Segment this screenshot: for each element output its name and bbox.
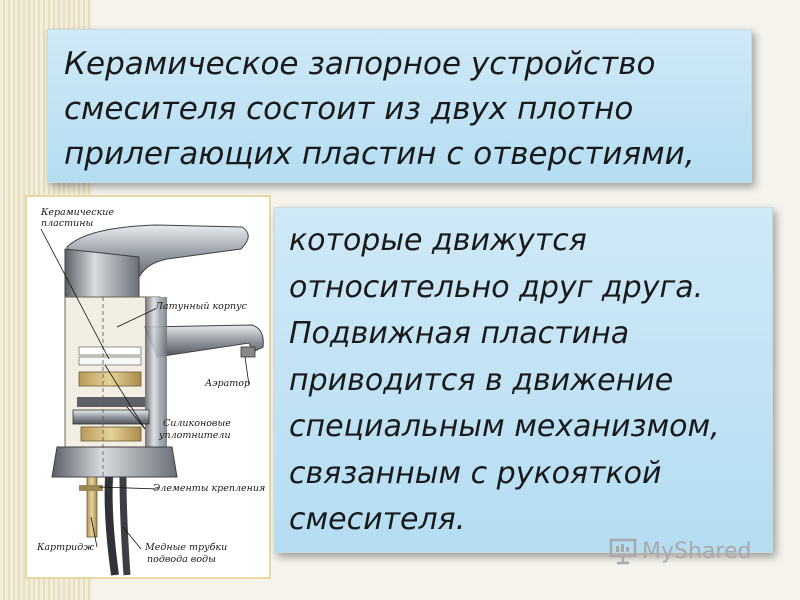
faucet-diagram: Керамические пластины Латунный корпус Аэ… (25, 195, 271, 579)
watermark: MyShared (608, 536, 751, 566)
right-text-line: которые движутся (289, 223, 587, 258)
label-silicone-seals-2: уплотнители (159, 430, 231, 441)
right-text-box: которые движутся относительно друг друга… (274, 207, 773, 553)
top-text-line: прилегающих пластин с отверстиями, (64, 136, 695, 172)
label-copper-tubes: Медные трубки (145, 542, 228, 553)
right-text-line: связанным с рукояткой (289, 455, 662, 491)
right-text-line: специальным механизмом, (289, 409, 720, 444)
label-brass-body: Латунный корпус (155, 301, 247, 312)
right-text-line: приводится в движение (289, 362, 674, 398)
label-ceramic-plates: Керамические (41, 207, 114, 218)
label-ceramic-plates-2: пластины (41, 218, 94, 229)
label-aerator: Аэратор (205, 378, 251, 389)
right-text-line: относительно друг друга. (289, 269, 704, 305)
watermark-text: MyShared (642, 538, 752, 564)
right-text-line: смесителя. (289, 502, 466, 537)
presentation-icon (609, 538, 637, 565)
top-text-line: смесителя состоит из двух плотно (64, 91, 634, 127)
top-text-line: Керамическое запорное устройство (64, 46, 656, 82)
label-copper-tubes-2: подвода воды (147, 554, 216, 565)
faucet-illustration (40, 224, 264, 576)
label-fasteners: Элементы крепления (153, 483, 266, 494)
label-cartridge: Картридж (37, 542, 95, 553)
label-silicone-seals: Силиконовые (163, 418, 231, 429)
top-text-box: Керамическое запорное устройство смесите… (47, 29, 752, 183)
right-text-line: Подвижная пластина (289, 316, 630, 351)
